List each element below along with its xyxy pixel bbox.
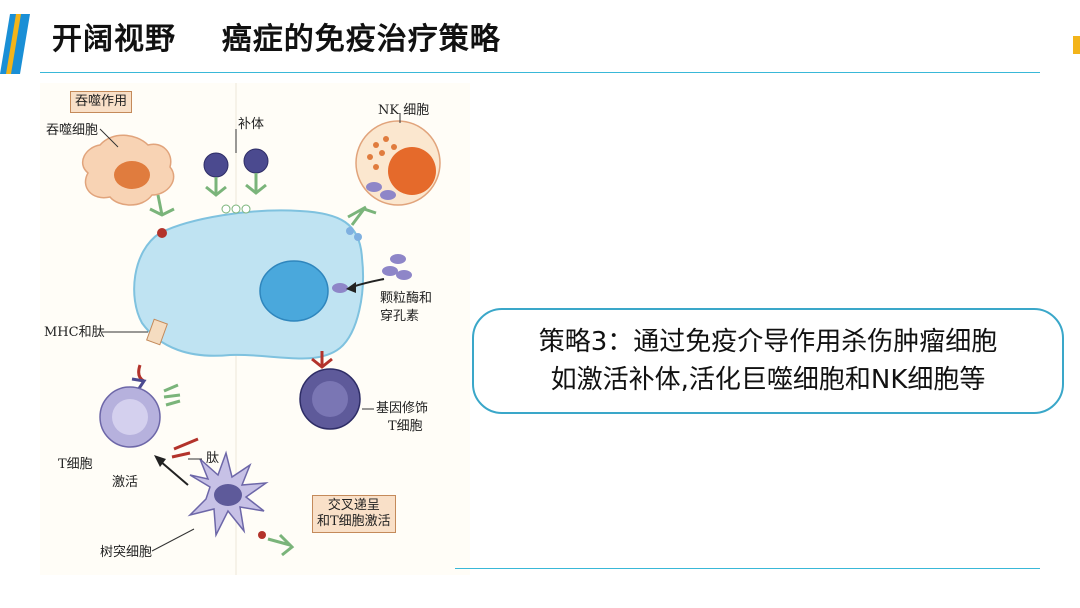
complement-label: 补体 (238, 117, 265, 132)
title-divider (40, 72, 1040, 73)
mhc-label: MHC和肽 (44, 325, 105, 340)
phagocytosis-box: 吞噬作用 (70, 91, 133, 113)
t-cell-label: T细胞 (58, 457, 93, 472)
activate-label: 激活 (112, 475, 139, 490)
cross-presentation-line2: 和T细胞激活 (317, 514, 391, 529)
engineered-t-cell-label-2: T细胞 (388, 419, 423, 434)
macrophage-nucleus (114, 161, 150, 189)
header-accent-right (1073, 36, 1080, 54)
peptide-label: 肽 (206, 451, 220, 466)
macrophage-label: 吞噬细胞 (46, 123, 99, 138)
immune-mechanism-figure: 吞噬作用 吞噬细胞 补体 NK 细胞 颗粒酶和 穿孔素 MHC和肽 T细胞 激活… (40, 83, 470, 575)
bottom-divider (455, 568, 1040, 569)
cross-presentation-box: 交叉递呈 和T细胞激活 (312, 495, 396, 533)
strategy-line-1: 策略3：通过免疫介导作用杀伤肿瘤细胞 (538, 327, 998, 357)
perforin-label: 穿孔素 (380, 309, 420, 324)
granzyme-label: 颗粒酶和 (380, 291, 433, 306)
nk-cell-label: NK 细胞 (378, 103, 430, 118)
tumor-nucleus (259, 260, 329, 322)
engineered-t-cell-label-1: 基因修饰 (376, 401, 429, 416)
nk-nucleus (388, 147, 436, 195)
cross-presentation-line1: 交叉递呈 (327, 498, 380, 513)
tumor-cell (133, 209, 364, 360)
complement-1 (203, 152, 229, 178)
header-accent-shape (0, 14, 30, 74)
slide-title: 开阔视野 癌症的免疫治疗策略 (52, 22, 501, 57)
complement-2 (243, 148, 269, 174)
strategy-callout: 策略3：通过免疫介导作用杀伤肿瘤细胞 如激活补体,活化巨噬细胞和NK细胞等 (472, 308, 1064, 414)
dendritic-cell-label: 树突细胞 (100, 545, 153, 560)
strategy-line-2: 如激活补体,活化巨噬细胞和NK细胞等 (550, 365, 986, 395)
immune-diagram (82, 83, 441, 575)
